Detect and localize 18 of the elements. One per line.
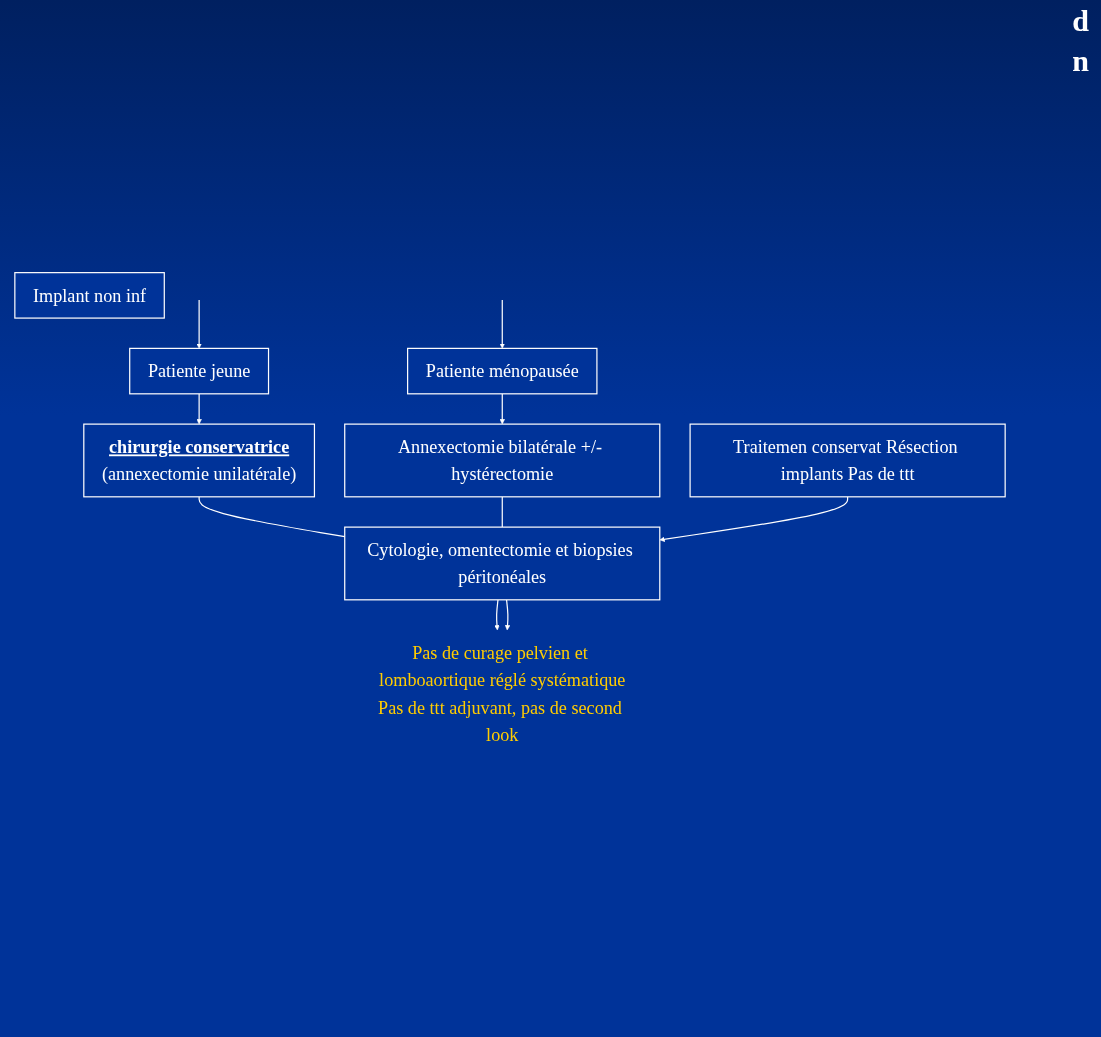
node-box: Traitemen conservat Résection implants Pas de ttt <box>689 423 1006 498</box>
connector <box>501 496 503 528</box>
heading-fragment: n <box>1072 44 1089 78</box>
node-box: chirurgie conservatrice (annexectomie unilatérale) <box>83 423 316 498</box>
heading-fragment: d <box>1072 4 1089 38</box>
arrow <box>659 496 849 542</box>
arrow <box>494 599 500 631</box>
arrow <box>196 393 202 425</box>
node-box: Implant non inf <box>14 272 165 319</box>
node-box: Patiente jeune <box>129 347 270 395</box>
node-box: Annexectomie bilatérale +/- hystérectomie <box>344 423 661 498</box>
arrow <box>196 299 202 349</box>
node-box: Patiente ménopausée <box>407 347 598 395</box>
node-box: Cytologie, omentectomie et biopsies péritonéales <box>344 526 661 601</box>
node-text: Pas de curage pelvien et lomboaortique réglé systématique Pas de ttt adjuvant, pas de second look <box>378 642 626 745</box>
arrow <box>499 299 505 349</box>
arrow <box>504 599 511 631</box>
arrow <box>499 393 505 425</box>
